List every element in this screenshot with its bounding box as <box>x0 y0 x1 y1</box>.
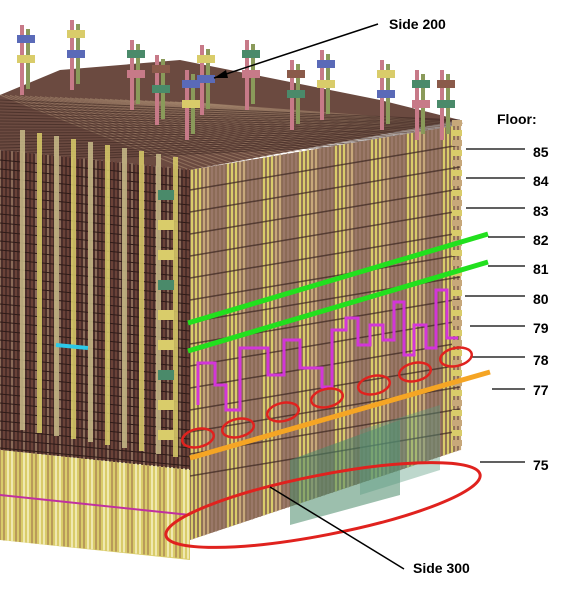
side-200-label: Side 200 <box>389 16 446 32</box>
damage-ellipse <box>397 361 433 383</box>
floor-number-labels: 85 84 83 82 81 80 79 78 77 75 <box>533 144 549 473</box>
floor-82-marker-line <box>187 231 489 326</box>
floor-label: 81 <box>533 261 549 277</box>
floor-label: 82 <box>533 232 549 248</box>
floor-header: Floor: <box>497 111 537 127</box>
floor-label: 79 <box>533 320 549 336</box>
damage-ellipse <box>309 387 345 409</box>
impact-zone-trace <box>196 288 458 412</box>
side-300-leader <box>269 486 405 570</box>
floor-label: 80 <box>533 291 549 307</box>
damage-ellipse <box>356 374 392 396</box>
floor-label: 77 <box>533 382 549 398</box>
side-200-leader <box>213 23 379 79</box>
floor-label: 83 <box>533 203 549 219</box>
floor-77-marker-line <box>189 369 491 461</box>
damage-ellipse <box>180 427 216 449</box>
side-300-highlight-ellipse <box>164 461 482 549</box>
cyan-marker <box>55 343 89 350</box>
floor-label: 84 <box>533 173 549 189</box>
floor-leader-lines <box>465 148 525 463</box>
damage-ellipses <box>180 346 474 449</box>
damage-ellipse <box>438 346 474 368</box>
damage-ellipse <box>265 401 301 423</box>
floor-label: 75 <box>533 457 549 473</box>
floor-81-marker-line <box>187 259 489 354</box>
floor-label: 85 <box>533 144 549 160</box>
side-300-label: Side 300 <box>413 560 470 576</box>
floor-label: 78 <box>533 352 549 368</box>
side-200-arrowhead <box>214 70 228 78</box>
damage-ellipse <box>220 417 256 439</box>
